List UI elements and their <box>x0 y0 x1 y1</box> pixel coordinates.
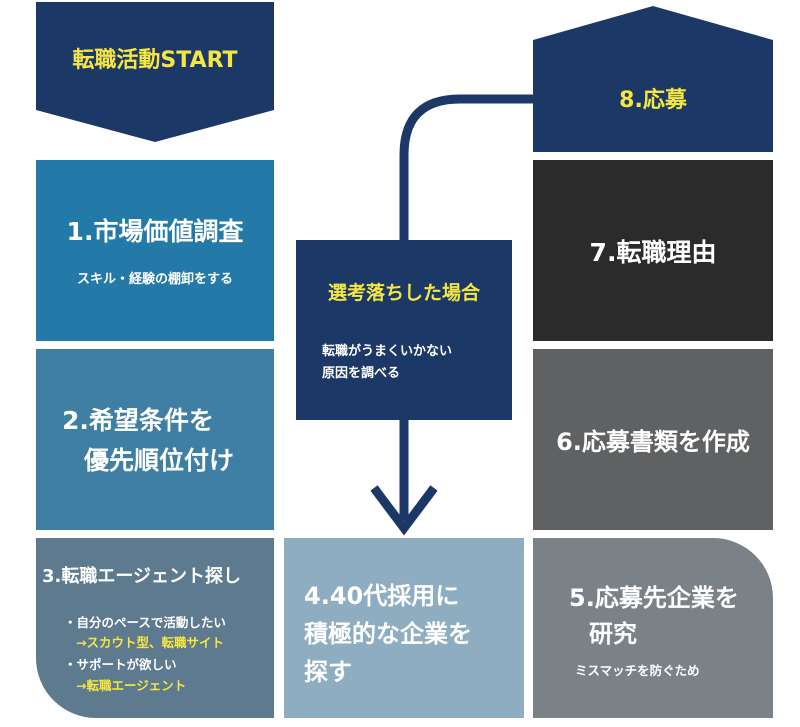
reject-sub-line2: 原因を調べる <box>322 366 401 381</box>
reject-sub-line1: 転職がうまくいかない <box>322 344 453 359</box>
step-2-title-line1: 2.希望条件を <box>62 406 214 435</box>
step-5-title-line2: 研究 <box>589 620 637 648</box>
step-6-box: 6.応募書類を作成 <box>533 349 773 530</box>
step-5-sub: ミスマッチを防ぐため <box>575 663 700 678</box>
reject-title: 選考落ちした場合 <box>327 282 480 304</box>
reject-box: 選考落ちした場合 転職がうまくいかない 原因を調べる <box>296 240 512 420</box>
start-label: 転職活動START <box>72 48 238 73</box>
step-7-title: 7.転職理由 <box>589 237 717 267</box>
step-3-box: 3.転職エージェント探し ・自分のペースで活動したい →スカウト型、転職サイト … <box>36 538 274 718</box>
step-3-bullet-2: ・サポートが欲しい <box>64 657 177 672</box>
step-1-title: 1.市場価値調査 <box>66 217 244 246</box>
step-3-bullet-1: ・自分のペースで活動したい <box>64 615 226 630</box>
step-2-box: 2.希望条件を 優先順位付け <box>36 349 274 530</box>
step-7-box: 7.転職理由 <box>533 160 773 341</box>
step-1-sub: スキル・経験の棚卸をする <box>76 272 233 287</box>
step-4-box: 4.40代採用に 積極的な企業を 探す <box>284 538 524 718</box>
step-4-line1: 4.40代採用に <box>304 582 460 610</box>
step-1-box: 1.市場価値調査 スキル・経験の棚卸をする <box>36 160 274 341</box>
step-3-title: 3.転職エージェント探し <box>42 566 242 587</box>
step-4-line2: 積極的な企業を <box>304 620 472 648</box>
step-5-box: 5.応募先企業を 研究 ミスマッチを防ぐため <box>533 538 773 718</box>
step-2-title-line2: 優先順位付け <box>84 446 235 475</box>
step-5-title-line1: 5.応募先企業を <box>569 584 739 612</box>
step-3-bullet-1-arrow: →スカウト型、転職サイト <box>76 635 224 650</box>
apply-label: 8.応募 <box>619 88 687 113</box>
step-3-bullet-2-arrow: →転職エージェント <box>76 678 187 693</box>
step-4-line3: 探す <box>304 658 352 686</box>
step-6-title: 6.応募書類を作成 <box>556 428 750 456</box>
